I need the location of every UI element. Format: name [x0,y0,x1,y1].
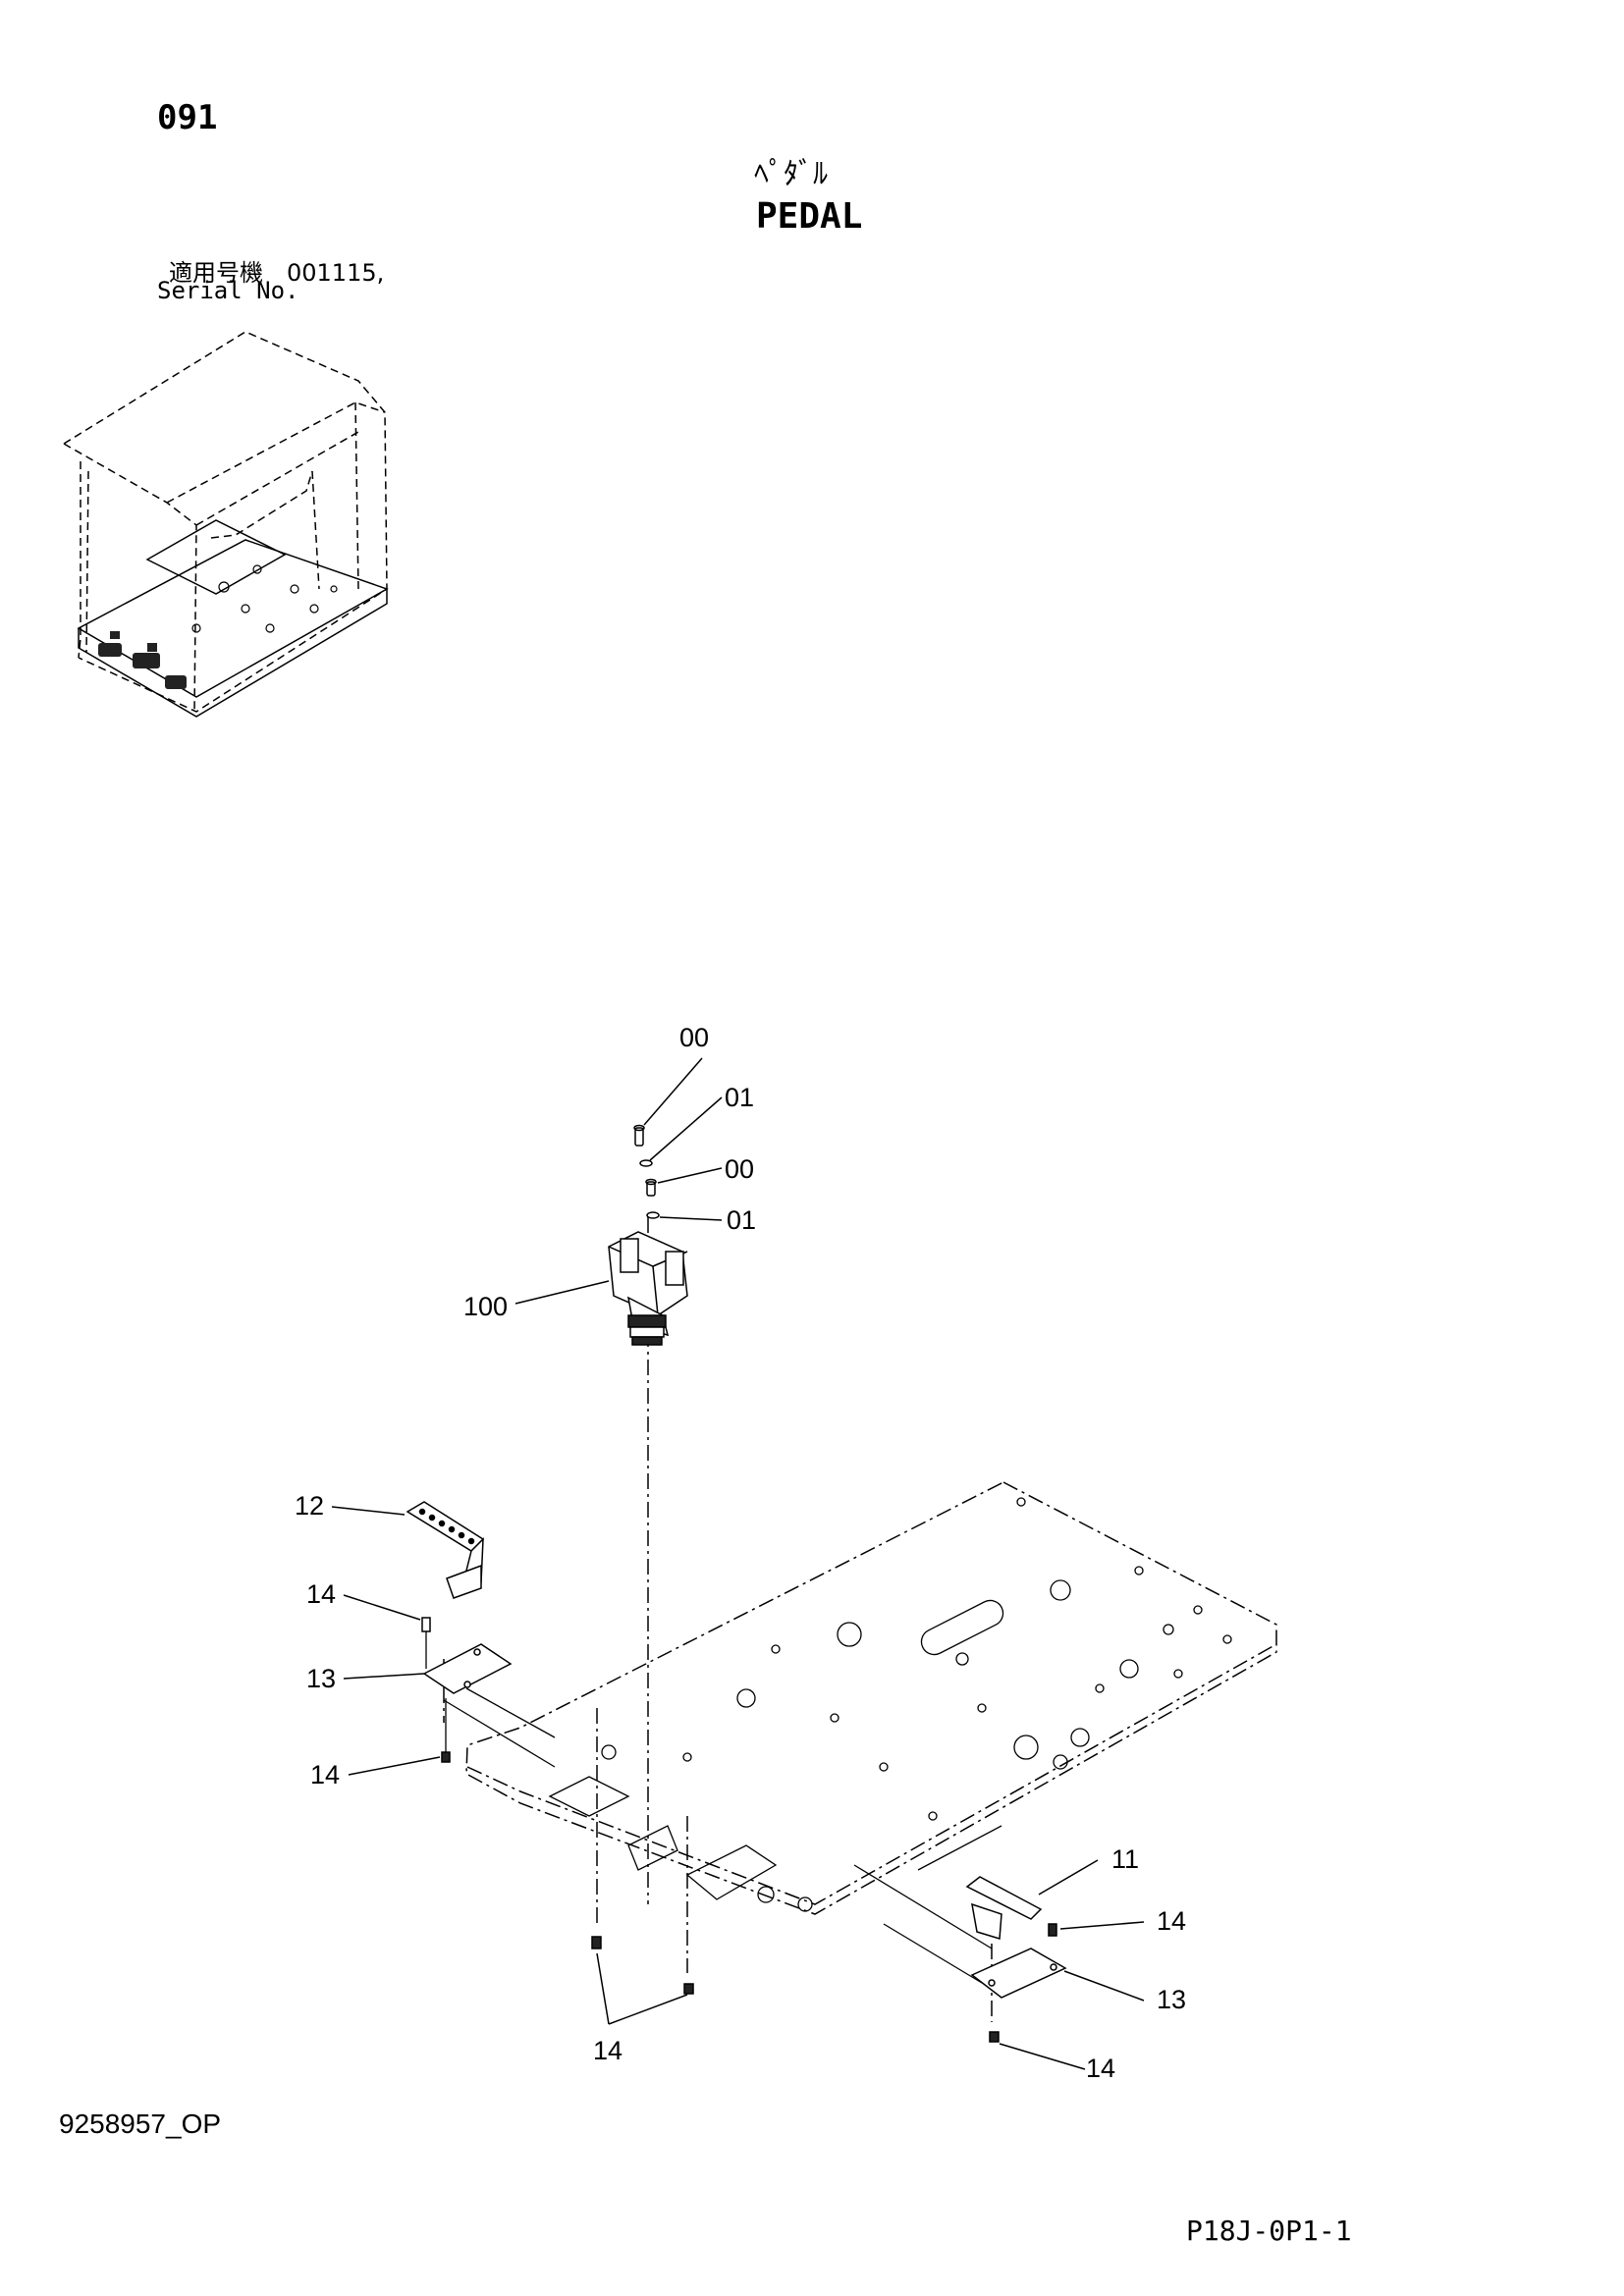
callout-00-top: 00 [679,1023,709,1052]
page-number: 091 [157,98,218,137]
callout-13-left: 13 [306,1664,336,1693]
callout-00-second: 00 [725,1154,754,1184]
callout-14-left-top: 14 [306,1579,336,1609]
sheet-code: P18J-0P1-1 [1186,2215,1352,2247]
drawing-code: 9258957_OP [59,2109,222,2139]
callout-11: 11 [1111,1844,1139,1874]
callout-13-right: 13 [1157,1985,1186,2014]
callout-14-right-top: 14 [1157,1906,1186,1936]
serial-label-japanese: 適用号機 001115, [169,259,385,287]
serial-label-english: Serial No. [157,277,299,304]
callout-01-second: 01 [727,1205,756,1235]
callout-14-left-bottom: 14 [310,1760,340,1789]
callout-01-top: 01 [725,1083,754,1112]
callout-12: 12 [295,1491,324,1521]
title-japanese: ﾍﾟﾀﾞﾙ [754,157,828,191]
callout-14-bottom-center: 14 [593,2036,623,2065]
title-english: PEDAL [756,196,863,237]
callout-14-right-bottom: 14 [1086,2054,1115,2083]
callout-100: 100 [463,1292,508,1321]
